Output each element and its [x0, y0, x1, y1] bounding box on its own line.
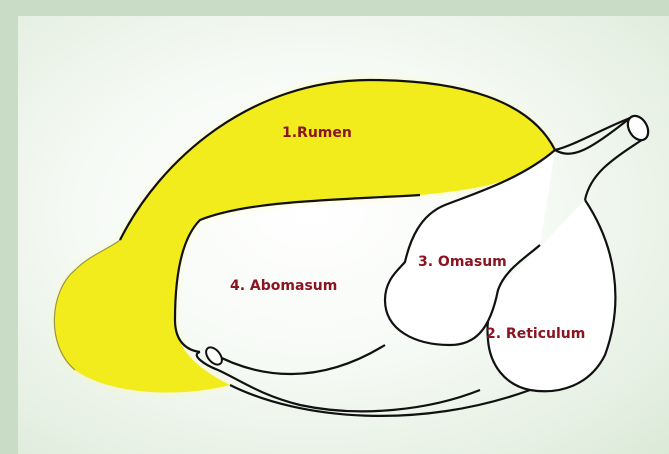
label-omasum: 3. Omasum [418, 254, 507, 270]
esophagus-opening [624, 112, 653, 144]
abomasum-boundary [175, 195, 420, 352]
abomasum-lower-outline [210, 345, 530, 416]
intestine-tube [197, 352, 480, 411]
label-reticulum: 2. Reticulum [486, 326, 585, 342]
label-rumen: 1.Rumen [282, 125, 352, 141]
label-abomasum: 4. Abomasum [230, 278, 337, 294]
